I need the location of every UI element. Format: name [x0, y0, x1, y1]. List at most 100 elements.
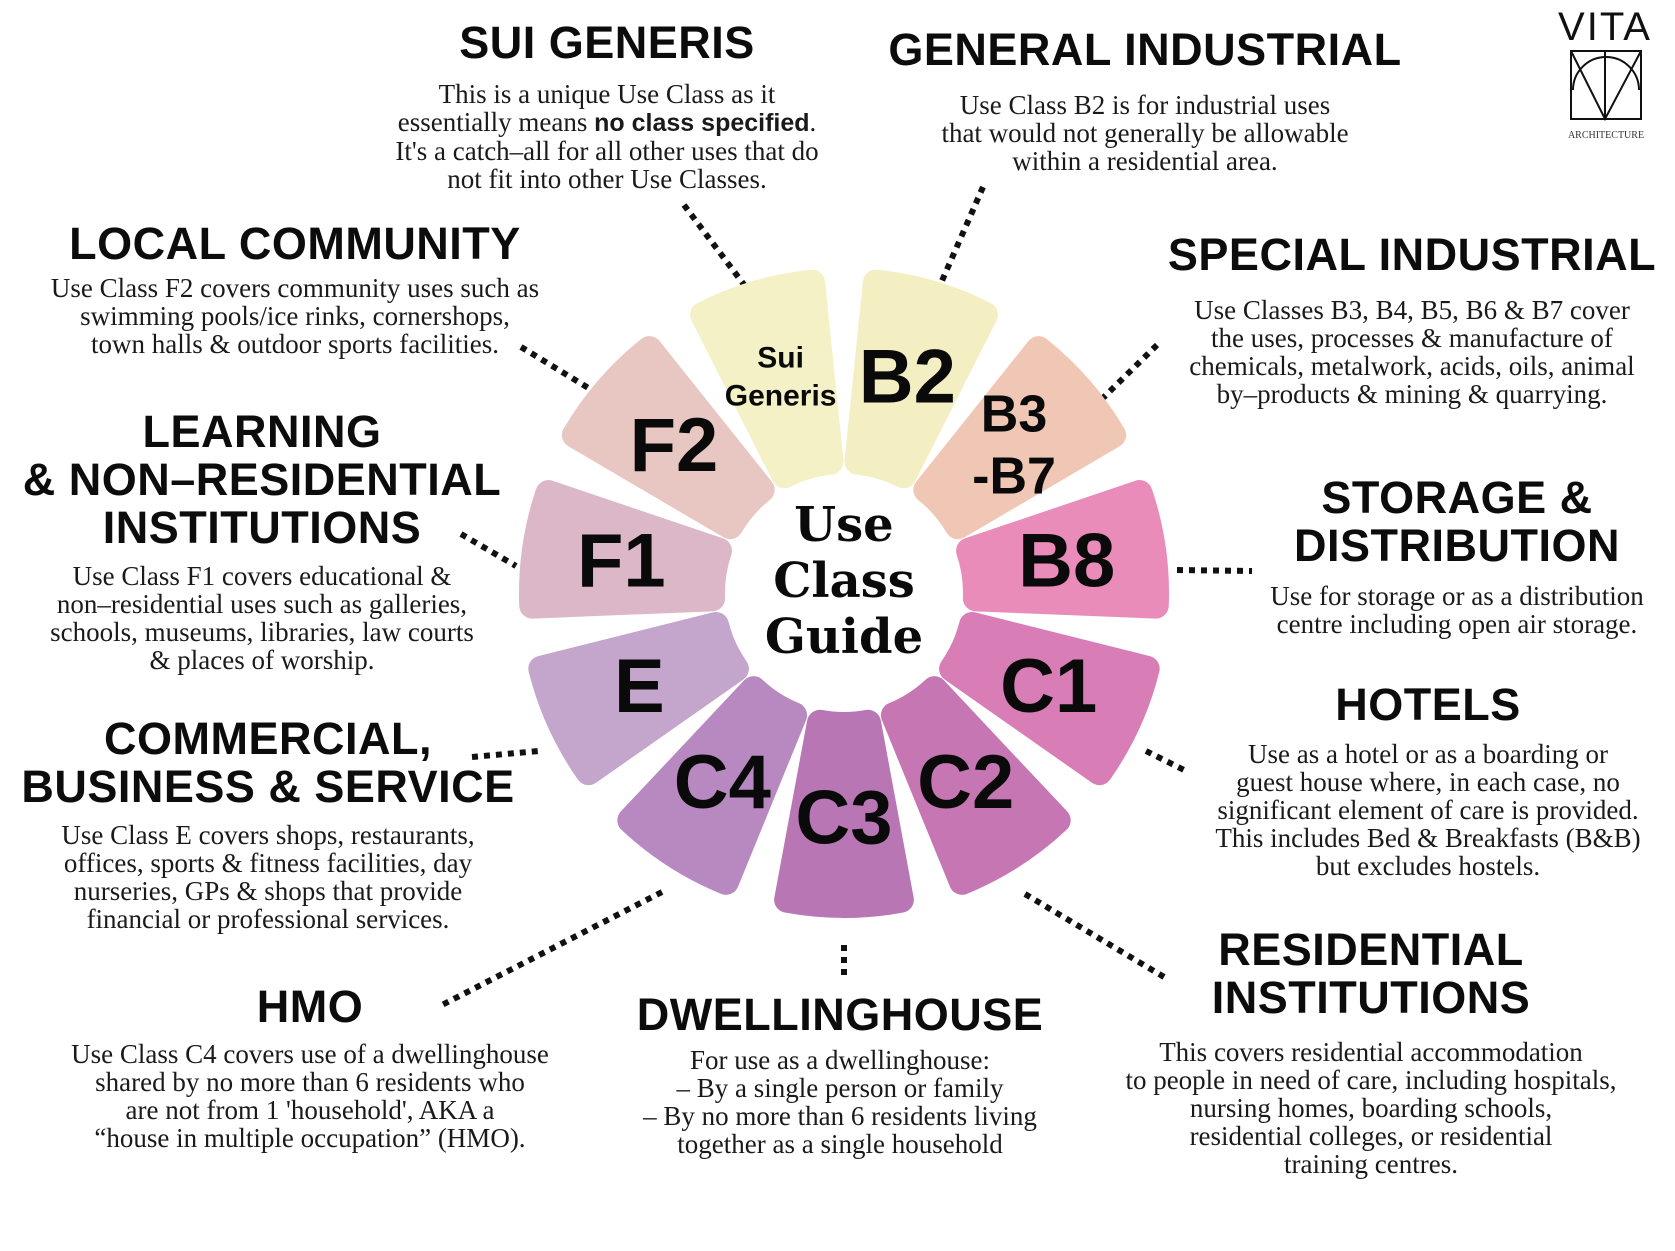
body-line: not fit into other Use Classes. — [447, 164, 767, 194]
title-hotels: HOTELS — [1335, 679, 1521, 730]
petal-f2 — [561, 336, 775, 540]
title-general-industrial: GENERAL INDUSTRIAL — [888, 24, 1402, 75]
connector-b3-b7 — [1100, 342, 1160, 401]
body-line: Use Class F2 covers community uses such … — [50, 273, 540, 303]
title-storage-distribution: DISTRIBUTION — [1293, 520, 1620, 571]
block-hotels: HOTELS Use as a hotel or as a boarding o… — [1215, 679, 1640, 881]
title-residential-institutions: INSTITUTIONS — [1211, 972, 1531, 1023]
body-line: centre including open air storage. — [1276, 609, 1638, 639]
petal-b2 — [844, 269, 998, 489]
petal-c3 — [774, 709, 914, 918]
vita-logo: VITA ARCHITECTURE — [1558, 5, 1650, 141]
body-text: . — [809, 107, 817, 137]
body-general-industrial: Use Class B2 is for industrial uses that… — [888, 91, 1401, 175]
petal-label: F1 — [577, 518, 666, 603]
body-line: shared by no more than 6 residents who — [95, 1067, 525, 1097]
petal-label: C2 — [917, 740, 1014, 825]
logo-mark-icon — [1570, 50, 1642, 122]
body-line: guest house where, in each case, no — [1236, 767, 1620, 797]
body-line: Use Class C4 covers use of a dwellinghou… — [71, 1039, 549, 1069]
petal-label: -B7 — [972, 448, 1056, 506]
title-residential-institutions: RESIDENTIAL — [1218, 924, 1524, 975]
petal-label: C1 — [1000, 644, 1097, 729]
body-hmo: Use Class C4 covers use of a dwellinghou… — [71, 1040, 549, 1152]
body-line: non–residential uses such as galleries, — [56, 589, 468, 619]
petal-label: F2 — [630, 403, 719, 488]
connector-c4 — [438, 889, 664, 1009]
body-line: within a residential area. — [1012, 146, 1278, 176]
body-line: training centres. — [1284, 1149, 1458, 1179]
body-line: This is a unique Use Class as it — [438, 79, 776, 109]
petal-label: B3 — [981, 386, 1047, 444]
body-line: “house in multiple occupation” (HMO). — [94, 1123, 526, 1153]
title-hmo: HMO — [256, 981, 364, 1032]
petal-label: C3 — [795, 776, 892, 861]
petal-label: E — [614, 644, 665, 729]
connector-c1 — [1144, 748, 1188, 774]
petal-f1 — [519, 480, 732, 619]
body-line: Use Class E covers shops, restaurants, — [61, 820, 475, 850]
body-line: chemicals, metalwork, acids, oils, anima… — [1189, 351, 1635, 381]
body-line: For use as a dwellinghouse: — [690, 1045, 990, 1075]
connector-b2 — [935, 185, 986, 292]
body-line: town halls & outdoor sports facilities. — [91, 329, 499, 359]
petal-b8 — [956, 480, 1169, 619]
block-commercial: COMMERCIAL, BUSINESS & SERVICE Use Class… — [21, 713, 515, 934]
title-commercial: BUSINESS & SERVICE — [21, 761, 515, 812]
petal-e — [528, 612, 749, 786]
body-line: financial or professional services. — [86, 904, 450, 934]
title-special-industrial: SPECIAL INDUSTRIAL — [1167, 229, 1657, 280]
block-sui-generis: SUI GENERIS This is a unique Use Class a… — [395, 17, 818, 194]
logo-subtitle: ARCHITECTURE — [1568, 130, 1644, 141]
block-general-industrial: GENERAL INDUSTRIAL Use Class B2 is for i… — [888, 24, 1402, 176]
body-line: Use Class F1 covers educational & — [72, 561, 452, 591]
body-line: Use Class B2 is for industrial uses — [959, 90, 1331, 120]
petal-label: Generis — [725, 380, 837, 413]
body-line: – By a single person or family — [676, 1073, 1004, 1103]
block-storage-distribution: STORAGE & DISTRIBUTION Use for storage o… — [1270, 472, 1644, 639]
body-line: significant element of care is provided. — [1217, 795, 1639, 825]
title-learning: LEARNING — [142, 406, 382, 457]
body-line: Use as a hotel or as a boarding or — [1248, 739, 1608, 769]
connector-b8 — [1176, 567, 1253, 574]
body-line: nurseries, GPs & shops that provide — [73, 876, 463, 906]
block-local-community: LOCAL COMMUNITY Use Class F2 covers comm… — [50, 218, 540, 359]
title-dwellinghouse: DWELLINGHOUSE — [636, 989, 1044, 1040]
body-text: essentially means — [397, 107, 595, 137]
petal-b3b7 — [913, 336, 1127, 540]
connector-f2 — [519, 344, 597, 395]
block-hmo: HMO Use Class C4 covers use of a dwellin… — [71, 981, 549, 1153]
body-line: but excludes hostels. — [1315, 851, 1541, 881]
title-sui-generis: SUI GENERIS — [459, 17, 755, 68]
center-title-line-2: Class — [773, 553, 915, 609]
body-line: essentially means no class specified. — [395, 108, 818, 137]
body-line: nursing homes, boarding schools, — [1189, 1093, 1553, 1123]
body-line: Use for storage or as a distribution — [1270, 581, 1644, 611]
connector-lines — [438, 185, 1253, 1009]
title-commercial: COMMERCIAL, — [104, 713, 432, 764]
body-line: Use Classes B3, B4, B5, B6 & B7 cover — [1194, 295, 1630, 325]
body-commercial: Use Class E covers shops, restaurants, o… — [21, 821, 514, 933]
body-special-industrial: Use Classes B3, B4, B5, B6 & B7 cover th… — [1168, 296, 1656, 408]
body-line: together as a single household — [677, 1129, 1003, 1159]
petal-label: B8 — [1018, 518, 1115, 603]
block-special-industrial: SPECIAL INDUSTRIAL Use Classes B3, B4, B… — [1167, 229, 1657, 409]
petal-suigeneris — [690, 269, 844, 489]
body-line: swimming pools/ice rinks, cornershops, — [80, 301, 510, 331]
body-learning: Use Class F1 covers educational & non–re… — [23, 562, 502, 674]
connector-c2 — [1023, 891, 1166, 980]
petal-label: Sui — [757, 342, 804, 375]
connector-f1 — [459, 531, 518, 569]
petal-c4 — [617, 676, 808, 895]
body-line: – By no more than 6 residents living — [643, 1101, 1037, 1131]
title-local-community: LOCAL COMMUNITY — [69, 218, 521, 269]
body-hotels: Use as a hotel or as a boarding or guest… — [1215, 740, 1640, 880]
body-sui-generis: This is a unique Use Class as it essenti… — [395, 80, 818, 193]
body-line: to people in need of care, including hos… — [1125, 1065, 1617, 1095]
body-line: This includes Bed & Breakfasts (B&B) — [1215, 823, 1641, 853]
petals — [519, 269, 1169, 918]
petal-c1 — [939, 612, 1160, 786]
title-storage-distribution: STORAGE & — [1321, 472, 1593, 523]
petal-c2 — [880, 676, 1071, 895]
